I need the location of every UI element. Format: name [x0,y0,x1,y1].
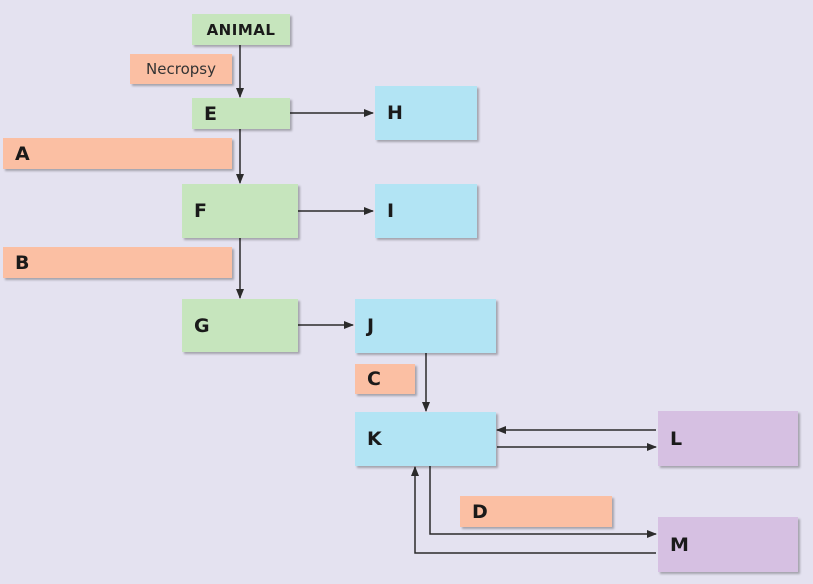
arrow-k-to-m [429,466,657,538]
node-h: H [375,86,477,140]
node-l: L [658,411,798,466]
node-k: K [355,412,496,466]
node-j: J [355,299,496,353]
node-e: E [192,98,290,129]
node-f: F [182,184,298,238]
label-b: B [3,247,232,278]
label-c: C [355,364,415,394]
node-g: G [182,299,298,352]
label-d: D [460,496,612,527]
node-i: I [375,184,477,238]
node-animal: ANIMAL [192,14,290,45]
arrow-m-to-k [411,466,656,554]
label-necropsy: Necropsy [130,54,232,84]
label-a: A [3,138,232,169]
node-m: M [658,517,798,572]
